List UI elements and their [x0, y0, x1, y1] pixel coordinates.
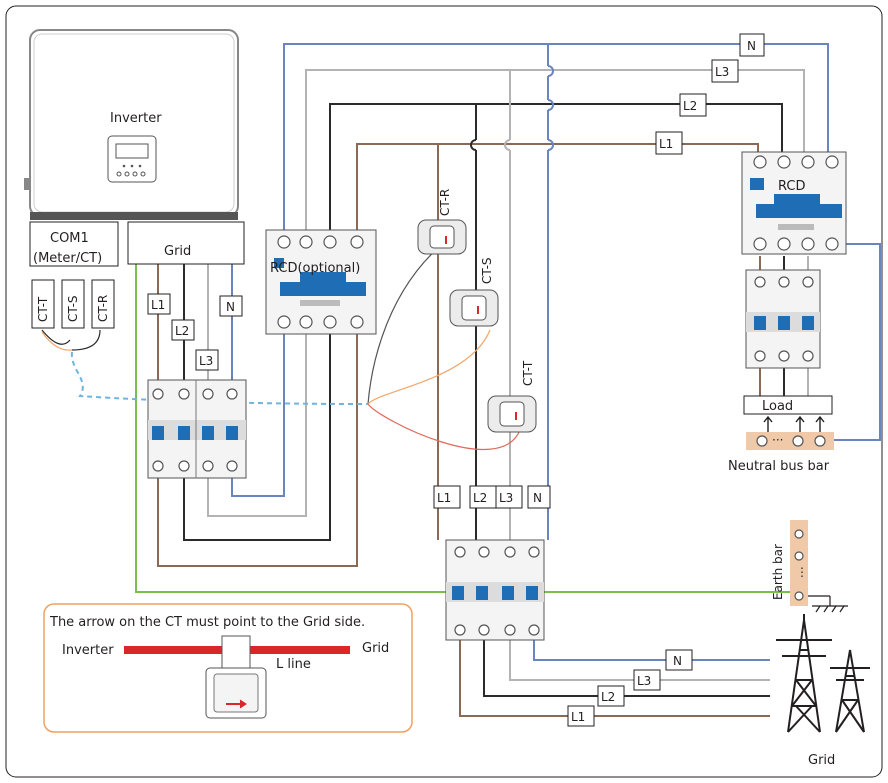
rcd-opt-l2-out — [183, 332, 331, 541]
load-box: Load — [743, 395, 833, 432]
grid-l2 — [483, 640, 770, 697]
load-label: Load — [762, 399, 793, 414]
screw-terminal-icon — [152, 388, 238, 472]
earth-bar: ⋮ Earth bar — [771, 520, 848, 613]
wires — [41, 43, 881, 717]
ct-t-clamp: CT-T — [487, 360, 537, 433]
ct-s-to-inv — [367, 329, 491, 405]
grid-port-label: Grid — [164, 244, 191, 259]
com-dashed-line — [70, 351, 369, 405]
earth-wire — [135, 248, 804, 593]
inverter-display-icon — [107, 135, 157, 183]
ct-s-port-label: CT-S — [66, 295, 80, 322]
tag-l3-top: L3 — [715, 65, 729, 79]
l2-wire-top — [329, 103, 783, 236]
tag-n-a: N — [226, 300, 235, 314]
ground-icon — [808, 595, 848, 613]
l1-wire-top — [356, 143, 759, 236]
tag-l2-grid: L2 — [601, 690, 615, 704]
grid-label: Grid — [808, 753, 835, 768]
ct-r-label: CT-R — [438, 189, 452, 216]
inverter-breaker — [147, 379, 247, 479]
load-breaker — [745, 269, 821, 369]
com1-sublabel: (Meter/CT) — [33, 251, 102, 266]
tag-l2-b: L2 — [473, 491, 487, 505]
l3-hop — [504, 139, 511, 151]
rcd: RCD — [741, 151, 847, 255]
ct-r-port-label: CT-R — [96, 295, 110, 322]
ct-s-clamp: CT-S — [449, 257, 499, 327]
rcd-opt-l3-out — [207, 332, 307, 517]
com1-port: COM1 (Meter/CT) CT-T CT-S CT-R — [29, 221, 119, 329]
ct-t-to-inv — [367, 403, 521, 451]
tag-l2-top: L2 — [683, 99, 697, 113]
pylon-icon — [776, 614, 870, 733]
inverter-wire-tags: L1 L2 L3 N — [147, 293, 243, 371]
n-hop3 — [547, 139, 554, 151]
ct-note-box: The arrow on the CT must point to the Gr… — [43, 603, 413, 733]
com-ct-orange — [41, 331, 73, 351]
neutral-return — [822, 243, 881, 441]
tag-l3-a: L3 — [199, 354, 213, 368]
rcd-opt-l1-out — [157, 332, 358, 567]
tag-n-top: N — [747, 39, 756, 53]
earth-bar-label: Earth bar — [771, 544, 785, 600]
tag-n-grid: N — [673, 654, 682, 668]
tag-l1-a: L1 — [151, 298, 165, 312]
grid-breaker — [445, 539, 545, 641]
tag-l2-a: L2 — [175, 324, 189, 338]
tag-n-b: N — [533, 491, 542, 505]
ct-t-wire — [41, 329, 101, 351]
note-l-line-label: L line — [276, 657, 311, 672]
l2-hop — [470, 139, 477, 151]
grid-side-tags: N L3 L2 L1 — [567, 649, 693, 727]
neutral-bus-bar-label: Neutral bus bar — [728, 459, 830, 474]
ct-s-label: CT-S — [480, 257, 494, 284]
ct-clamp-icon — [205, 635, 267, 719]
ct-t-port-label: CT-T — [36, 296, 50, 322]
ct-r-clamp: CT-R — [417, 189, 467, 255]
tag-l1-top: L1 — [659, 137, 673, 151]
bus-bar-dots: ··· — [772, 433, 783, 447]
rcd-optional-label: RCD(optional) — [270, 261, 360, 276]
rcd-label: RCD — [778, 179, 805, 194]
ct-r-to-inv — [367, 245, 441, 405]
rcd-optional: RCD(optional) — [265, 229, 377, 335]
top-wire-tags: N L3 L2 L1 — [655, 33, 765, 155]
note-grid-label: Grid — [362, 641, 389, 656]
l3-wire-top — [305, 69, 805, 236]
grid-l1 — [459, 640, 770, 717]
n-hop1 — [547, 65, 554, 77]
grid-l3 — [509, 640, 770, 681]
ct-note-text: The arrow on the CT must point to the Gr… — [49, 615, 365, 630]
tag-l1-b: L1 — [437, 491, 451, 505]
note-inverter-label: Inverter — [62, 643, 114, 658]
ct-t-label: CT-T — [521, 360, 535, 386]
neutral-bus-bar: ··· Neutral bus bar — [728, 432, 834, 474]
rcd-opt-n-out — [231, 332, 285, 497]
inverter: Inverter — [24, 29, 239, 220]
lower-wire-tags: L1 L2 L3 N — [433, 485, 551, 509]
n-hop2 — [547, 99, 554, 111]
tag-l1-grid: L1 — [571, 710, 585, 724]
svg-text:⋮: ⋮ — [796, 565, 808, 579]
tag-l3-b: L3 — [499, 491, 513, 505]
inverter-label: Inverter — [110, 111, 162, 126]
grid-port: Grid — [127, 221, 245, 265]
neutral-wire-top — [283, 43, 829, 236]
tag-l3-grid: L3 — [637, 674, 651, 688]
com1-label: COM1 — [50, 231, 89, 246]
